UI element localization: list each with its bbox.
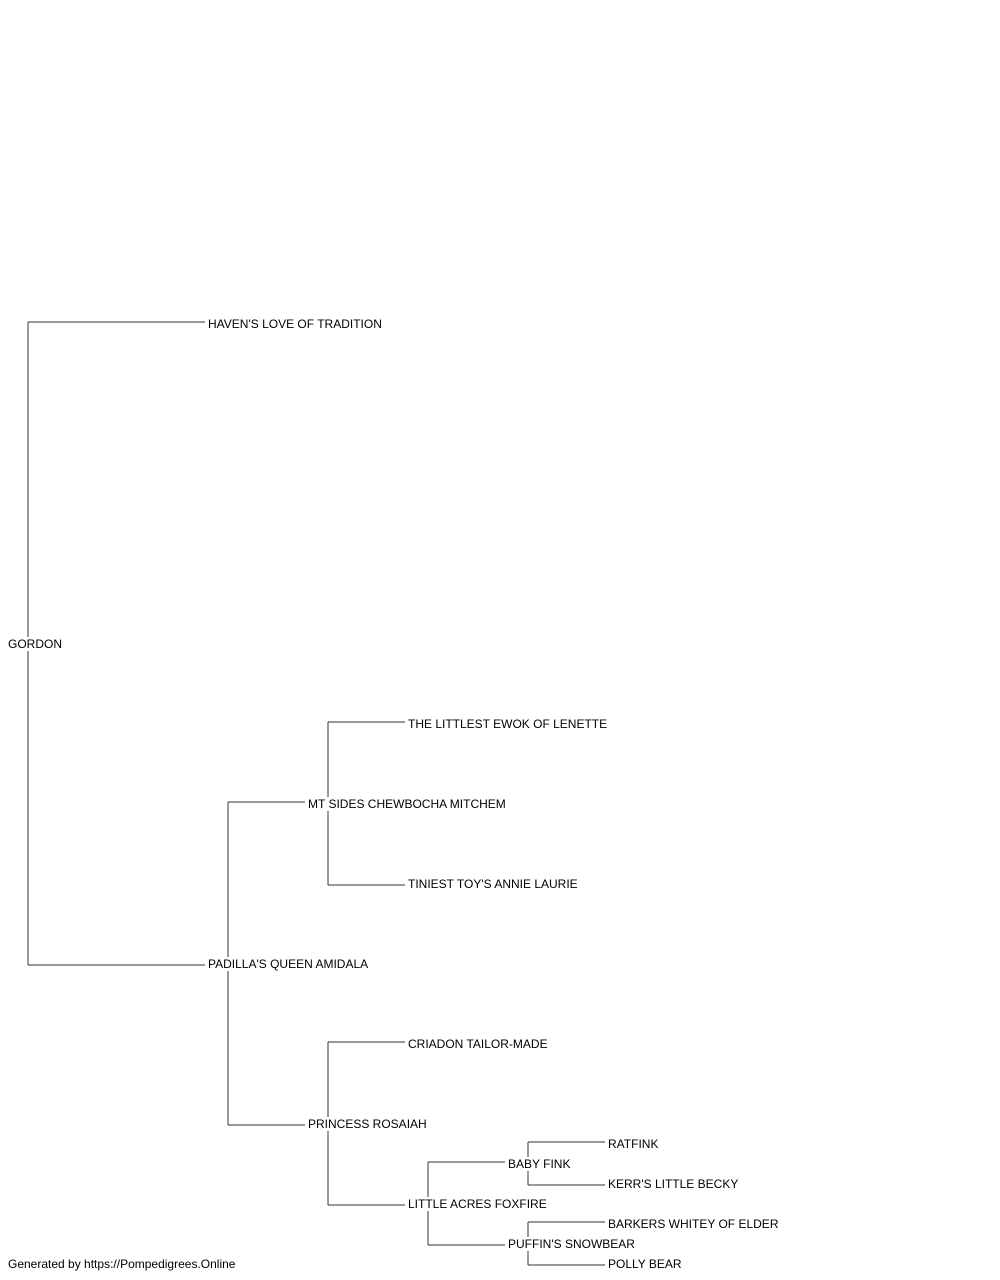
node-gordon: GORDON	[7, 637, 63, 651]
node-havens-love-of-tradition: HAVEN'S LOVE OF TRADITION	[207, 317, 383, 331]
node-princess-rosaiah: PRINCESS ROSAIAH	[307, 1117, 428, 1131]
node-the-littlest-ewok-of-lenette: THE LITTLEST EWOK OF LENETTE	[407, 717, 609, 731]
node-barkers-whitey-of-elder: BARKERS WHITEY OF ELDER	[607, 1217, 780, 1231]
node-mt-sides-chewbocha-mitchem: MT SIDES CHEWBOCHA MITCHEM	[307, 797, 507, 811]
node-baby-fink: BABY FINK	[507, 1157, 572, 1171]
node-ratfink: RATFINK	[607, 1137, 660, 1151]
node-padillas-queen-amidala: PADILLA'S QUEEN AMIDALA	[207, 957, 370, 971]
node-kerrs-little-becky: KERR'S LITTLE BECKY	[607, 1177, 740, 1191]
node-tiniest-toys-annie-laurie: TINIEST TOY'S ANNIE LAURIE	[407, 877, 579, 891]
node-polly-bear: POLLY BEAR	[607, 1257, 683, 1271]
node-little-acres-foxfire: LITTLE ACRES FOXFIRE	[407, 1197, 548, 1211]
node-puffins-snowbear: PUFFIN'S SNOWBEAR	[507, 1237, 636, 1251]
generated-by-footer: Generated by https://Pompedigrees.Online	[8, 1257, 236, 1271]
node-criadon-tailor-made: CRIADON TAILOR-MADE	[407, 1037, 549, 1051]
